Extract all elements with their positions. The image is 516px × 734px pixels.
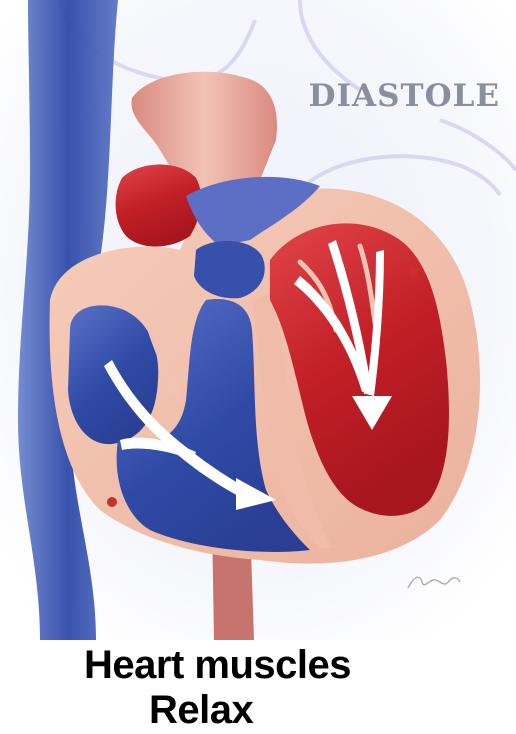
caption-line-1: Heart muscles xyxy=(84,643,351,687)
coronary-vessel-dot xyxy=(409,267,419,277)
diagram-title: DIASTOLE xyxy=(309,78,500,114)
left-atrium xyxy=(116,165,202,247)
caption-line-2: Relax xyxy=(149,688,253,732)
coronary-vessel-dot xyxy=(107,497,117,507)
artist-signature xyxy=(404,568,464,596)
